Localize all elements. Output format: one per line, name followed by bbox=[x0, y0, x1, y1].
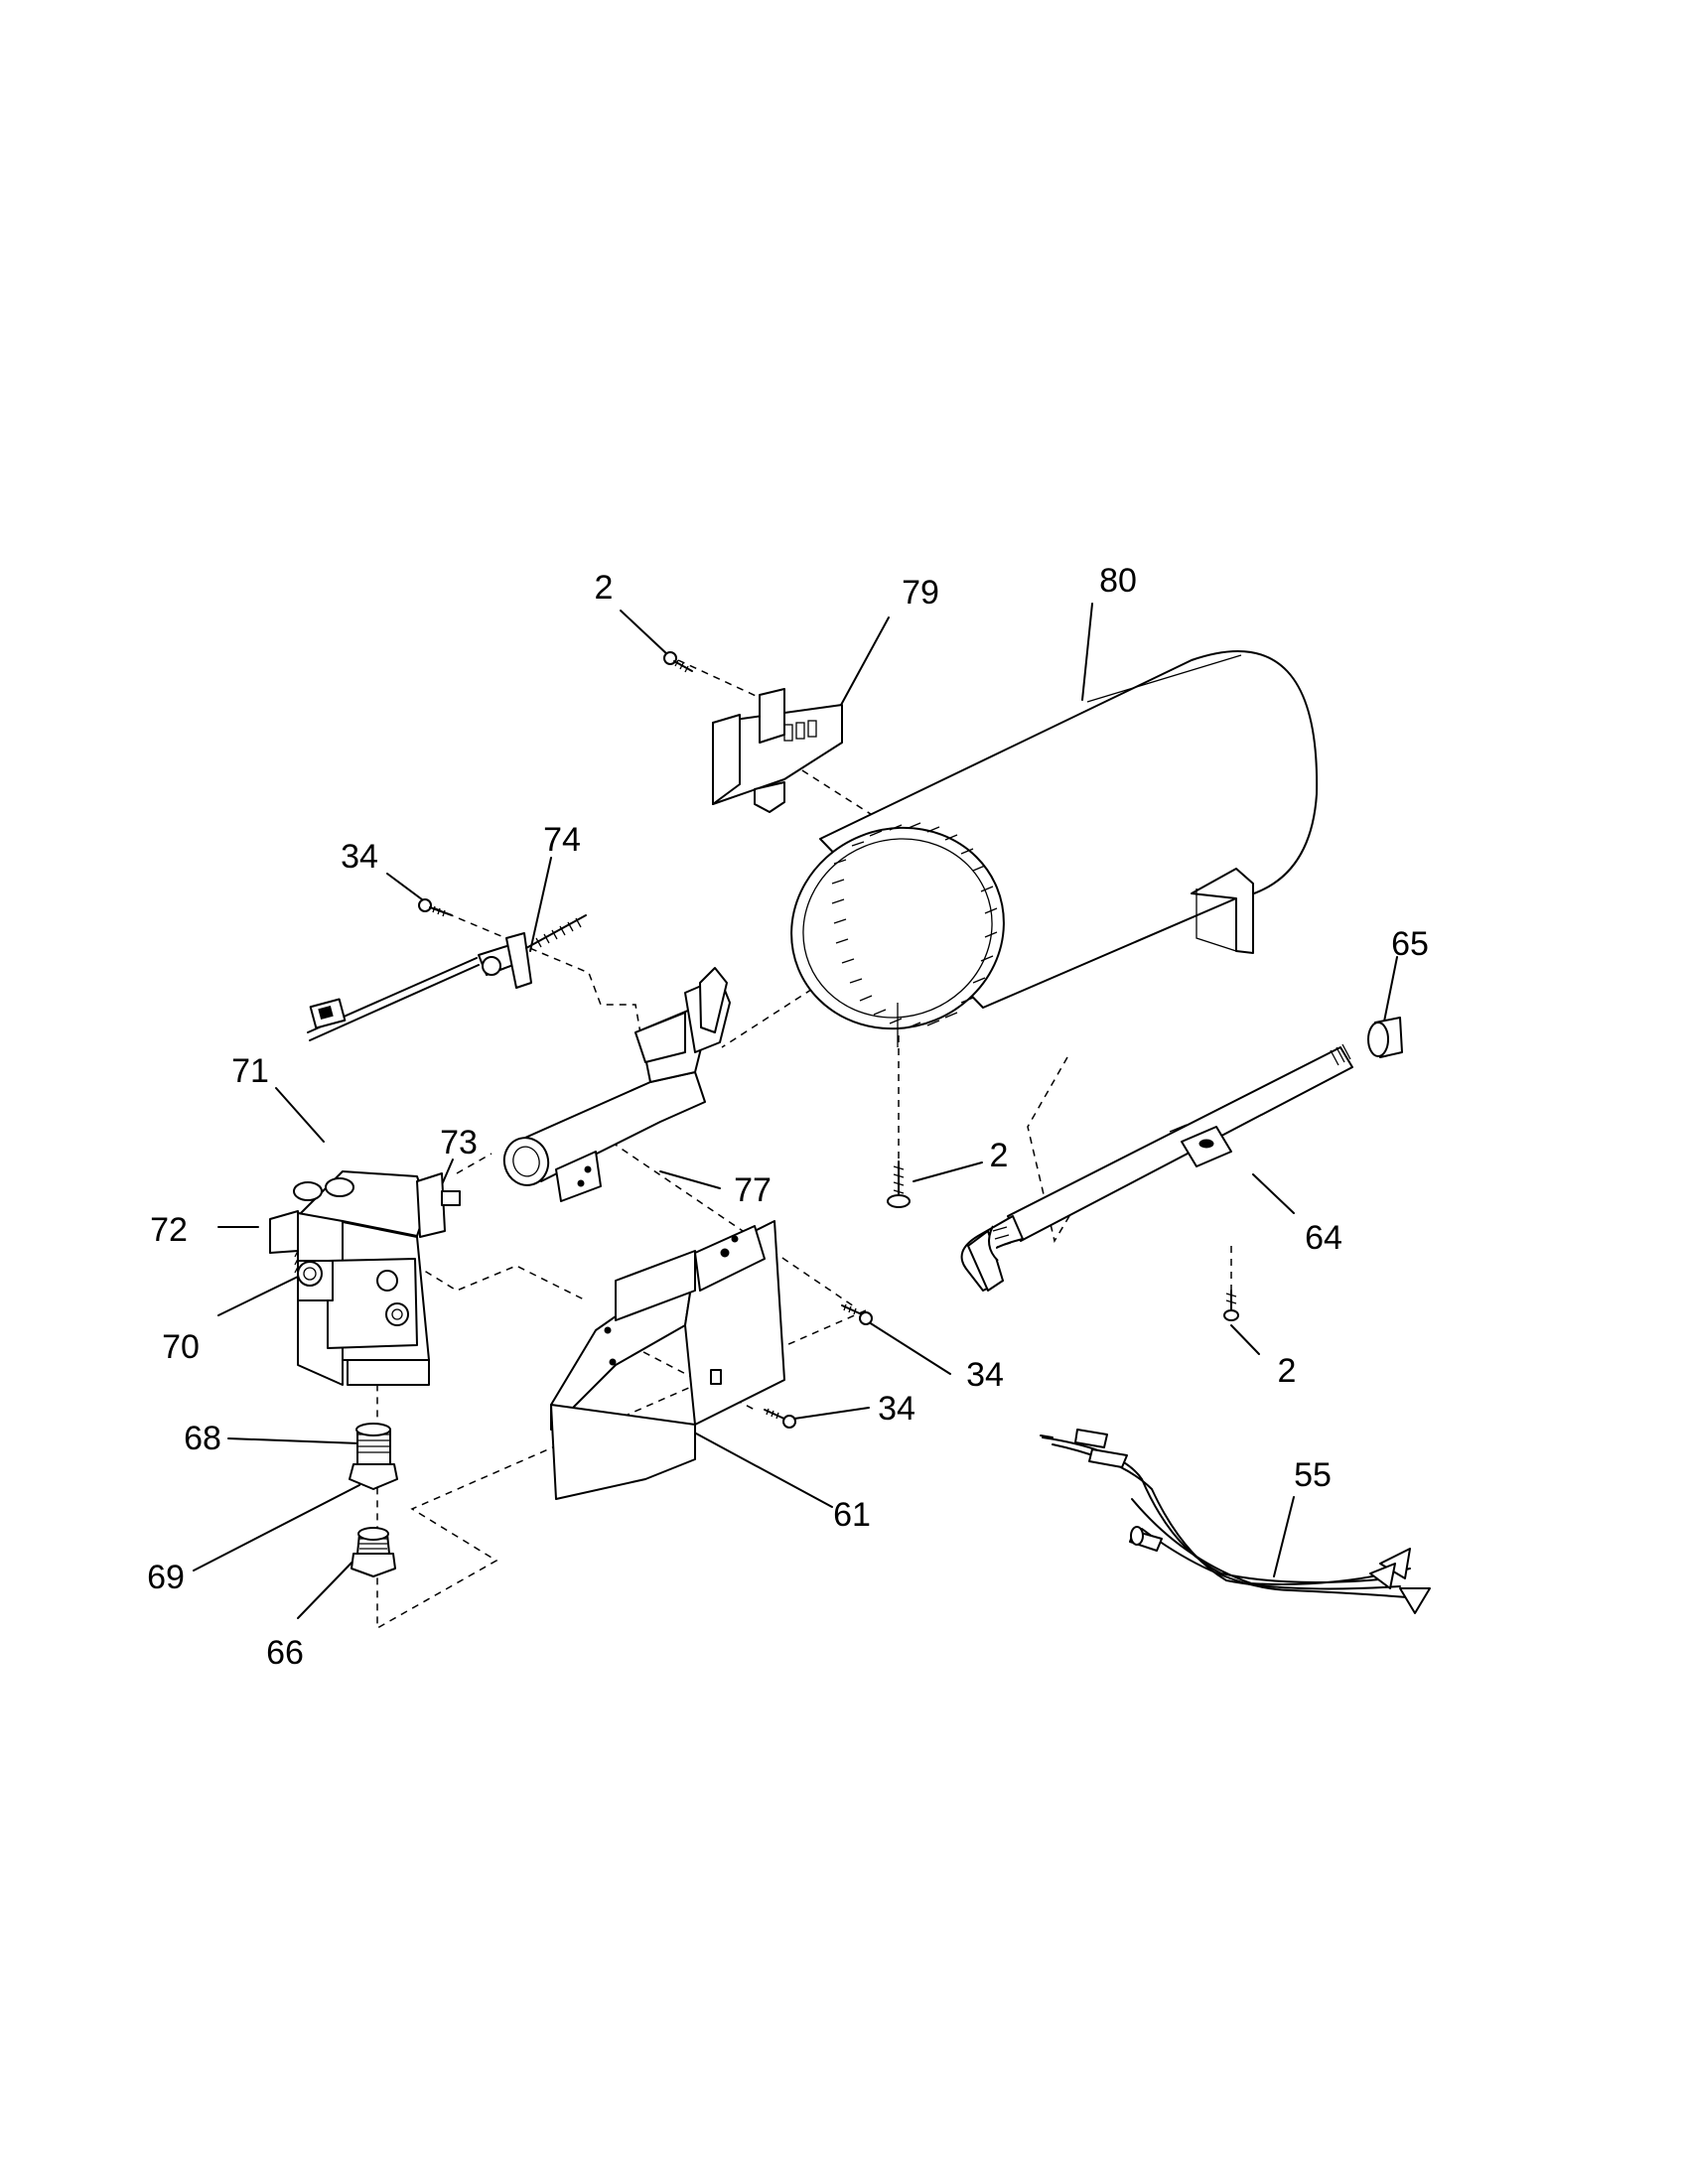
label-61: 61 bbox=[833, 1496, 871, 1534]
label-80: 80 bbox=[1099, 562, 1137, 600]
label-66: 66 bbox=[266, 1634, 304, 1672]
gas-valve-assembly bbox=[269, 1170, 461, 1386]
screw-34-right bbox=[841, 1303, 873, 1325]
label-2-bottom: 2 bbox=[1278, 1352, 1297, 1390]
label-68: 68 bbox=[184, 1420, 221, 1457]
combustion-chamber-80 bbox=[790, 650, 1319, 1047]
fitting-68-69 bbox=[349, 1423, 398, 1490]
coupling-65 bbox=[1367, 1017, 1403, 1058]
label-2-middle: 2 bbox=[990, 1137, 1009, 1174]
label-34-right: 34 bbox=[966, 1356, 1004, 1394]
screw-2-middle bbox=[887, 1160, 911, 1208]
label-55: 55 bbox=[1294, 1456, 1332, 1494]
label-74: 74 bbox=[543, 821, 581, 859]
label-34-lower: 34 bbox=[878, 1390, 915, 1428]
label-34-top: 34 bbox=[341, 838, 378, 876]
label-77: 77 bbox=[734, 1171, 772, 1209]
screw-2-bottom bbox=[1223, 1290, 1239, 1321]
screw-34-lower bbox=[764, 1408, 796, 1429]
label-72: 72 bbox=[150, 1211, 188, 1249]
screw-2-top bbox=[663, 651, 693, 673]
label-2-top: 2 bbox=[595, 569, 614, 607]
part-labels: 2 79 80 34 74 65 71 73 2 77 72 64 70 34 … bbox=[147, 562, 1429, 1672]
burner-tube-77 bbox=[502, 967, 731, 1202]
label-69: 69 bbox=[147, 1559, 185, 1596]
screw-34-top bbox=[418, 898, 453, 917]
label-79: 79 bbox=[902, 574, 939, 612]
bracket-79 bbox=[712, 688, 843, 813]
label-65: 65 bbox=[1391, 925, 1429, 963]
fitting-66 bbox=[351, 1527, 396, 1577]
label-64: 64 bbox=[1305, 1219, 1342, 1257]
chamber-ribs bbox=[831, 822, 998, 1028]
wiring-harness-55 bbox=[1040, 1429, 1431, 1614]
label-70: 70 bbox=[162, 1328, 200, 1366]
gas-manifold-64 bbox=[960, 1043, 1353, 1292]
leader-lines bbox=[193, 603, 1398, 1619]
heat-shield-61 bbox=[550, 1220, 785, 1500]
igniter-electrode-74 bbox=[307, 914, 587, 1041]
label-73: 73 bbox=[440, 1124, 478, 1161]
label-71: 71 bbox=[231, 1052, 269, 1090]
